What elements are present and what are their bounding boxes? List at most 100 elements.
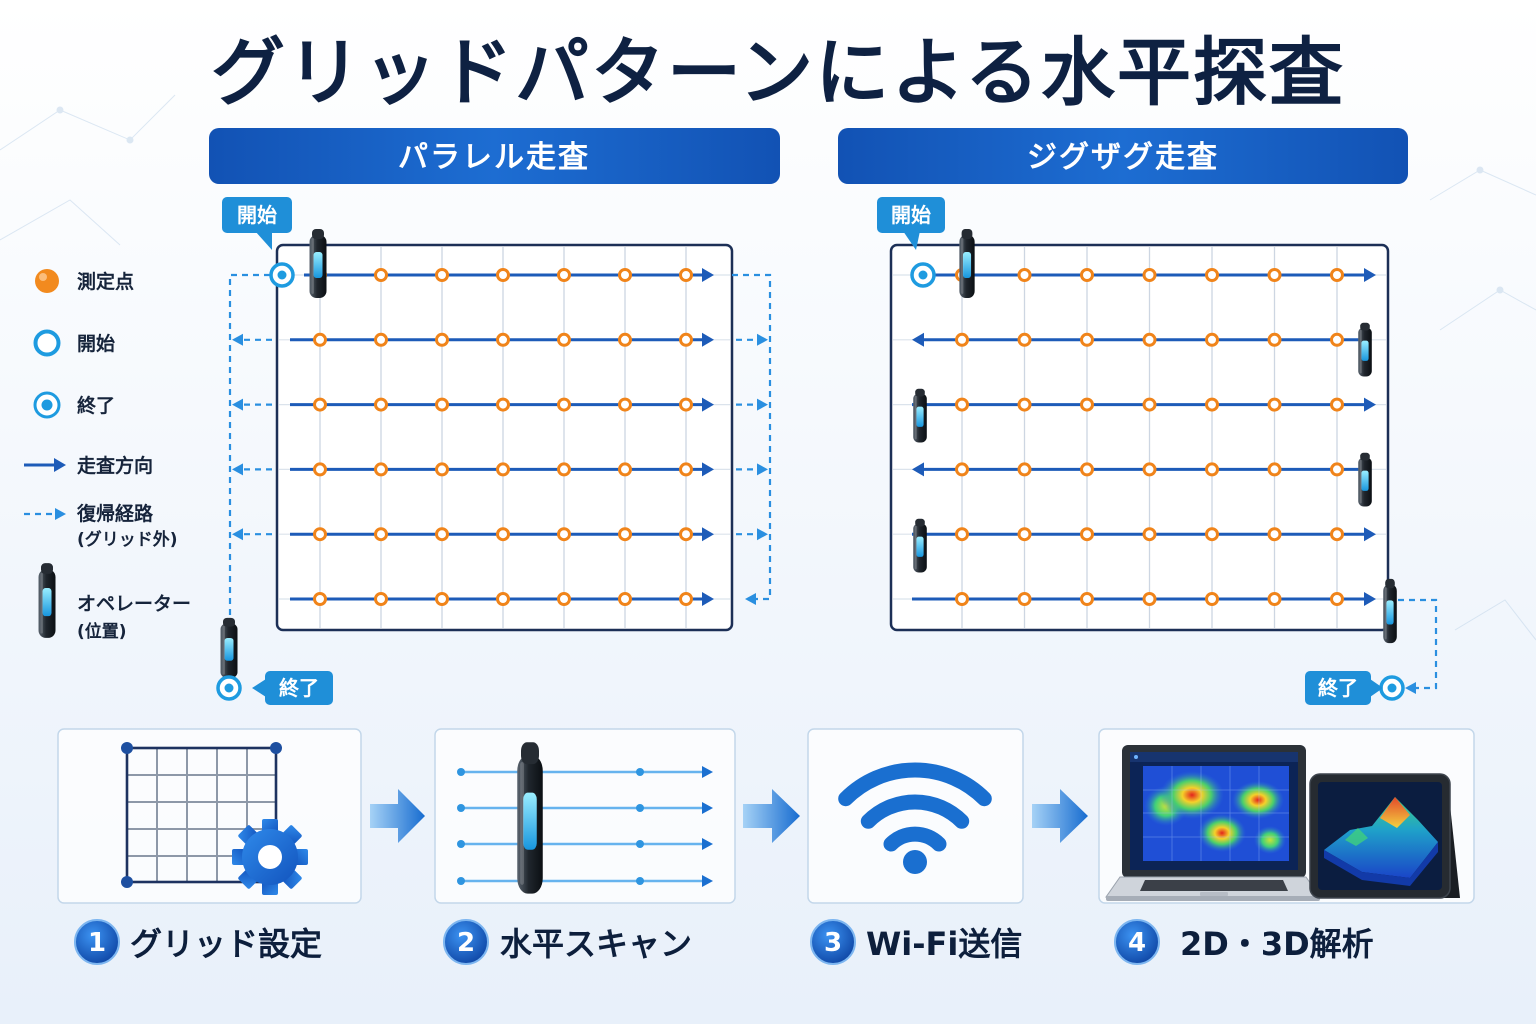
measurement-point: [496, 332, 510, 347]
measurement-point: [1080, 527, 1094, 542]
start-label: 開始: [237, 203, 277, 227]
measurement-point: [496, 462, 510, 477]
operator-probe: [220, 617, 238, 679]
scan-arrowhead-right: [702, 268, 714, 282]
grid-frame: [275, 243, 734, 632]
measurement-point: [1330, 462, 1344, 477]
measurement-point: [1080, 332, 1094, 347]
measurement-point: [313, 397, 327, 412]
measurement-point: [313, 332, 327, 347]
step-title: 2D・3D解析: [1180, 925, 1374, 963]
measurement-point: [679, 397, 693, 412]
step-1-panel: [57, 728, 362, 904]
measurement-point: [618, 332, 632, 347]
measurement-point: [1267, 397, 1282, 412]
scan-row: [912, 332, 1364, 347]
measurement-point: [1330, 268, 1344, 282]
measurement-point: [1330, 592, 1344, 606]
measurement-point: [1142, 592, 1157, 606]
operator-probe: [959, 229, 975, 298]
scan-arrowhead-left: [912, 332, 924, 347]
step-2-label: 2 水平スキャン: [443, 919, 692, 965]
start-marker: [269, 262, 295, 288]
horizontal-scan-icon: [457, 742, 713, 894]
step-number-badge: [443, 919, 489, 965]
scan-arrowhead-right: [702, 527, 714, 542]
scan-row: [912, 592, 1376, 606]
measurement-point: [1017, 462, 1032, 477]
step-number-badge: [810, 919, 856, 965]
measurement-point: [557, 332, 571, 347]
measurement-point: [1080, 268, 1094, 282]
measurement-point: [679, 332, 693, 347]
legend-label: 復帰経路: [76, 502, 154, 525]
legend-item-scan-direction: 走査方向: [24, 454, 153, 477]
scan-line: [457, 766, 713, 778]
step-number: 2: [457, 928, 475, 958]
scan-row: [290, 397, 714, 412]
legend-label: 終了: [77, 394, 115, 417]
measurement-point: [496, 527, 510, 542]
measurement-point: [1330, 527, 1344, 542]
scan-rows: [290, 268, 714, 606]
start-callout: 開始: [222, 197, 292, 250]
operator-probe: [913, 518, 927, 573]
measurement-point: [374, 592, 388, 606]
step-number: 4: [1128, 928, 1146, 958]
step-1-label: 1 グリッド設定: [74, 919, 322, 965]
end-callout: 終了: [1305, 671, 1383, 705]
scan-row: [290, 527, 714, 542]
measurement-point: [1205, 527, 1219, 542]
legend-sublabel: (グリッド外): [77, 529, 178, 550]
start-label: 開始: [891, 203, 931, 227]
measurement-point: [1142, 332, 1157, 347]
wifi-icon: [838, 762, 992, 874]
step-number-badge: [74, 919, 120, 965]
grid-gear-icon: [121, 742, 308, 895]
step-number: 3: [824, 928, 842, 958]
measurement-point: [1080, 592, 1094, 606]
legend-item-operator: オペレーター (位置): [38, 563, 191, 642]
scan-row: [290, 332, 714, 347]
scan-arrowhead-right: [702, 332, 714, 347]
scan-arrowhead-right: [1364, 527, 1376, 542]
page-title: グリッドパターンによる水平探査: [211, 30, 1345, 116]
legend-item-end: 終了: [33, 391, 115, 419]
scan-arrowhead-right: [1364, 592, 1376, 606]
end-marker: [216, 675, 242, 701]
measurement-point: [435, 592, 449, 606]
step-4-label: 4 2D・3D解析: [1114, 919, 1374, 965]
measurement-point: [1017, 592, 1032, 606]
parallel-scan-grid: 開始 終了: [216, 197, 772, 705]
legend-label: 測定点: [77, 270, 134, 293]
measurement-point: [679, 462, 693, 477]
measurement-point: [374, 527, 388, 542]
measurement-point: [374, 397, 388, 412]
workflow-steps: 1 グリッド設定 2 水平スキャン 3 Wi-Fi送信 4 2D・3D解析: [57, 728, 1475, 965]
scan-arrowhead-left: [912, 462, 924, 477]
measurement-point: [313, 527, 327, 542]
measurement-point: [955, 332, 969, 347]
measurement-point: [374, 332, 388, 347]
measurement-point: [1267, 268, 1282, 282]
measurement-point: [1017, 332, 1032, 347]
measurement-point: [1142, 397, 1157, 412]
measurement-point: [1142, 462, 1157, 477]
zigzag-scan-header: ジグザグ走査: [838, 128, 1408, 184]
scan-arrowhead-right: [702, 397, 714, 412]
end-marker: [1379, 675, 1405, 701]
measurement-point: [618, 592, 632, 606]
measurement-point: [618, 462, 632, 477]
measurement-point: [1267, 592, 1282, 606]
measurement-point: [435, 462, 449, 477]
operator-probe: [913, 388, 927, 443]
step-title: グリッド設定: [130, 925, 322, 963]
end-label: 終了: [279, 676, 319, 700]
flow-arrow-icon: [1032, 789, 1088, 843]
measurement-point: [1330, 397, 1344, 412]
zigzag-scan-title: ジグザグ走査: [1027, 140, 1219, 175]
legend-label: 走査方向: [77, 454, 153, 477]
measurement-point-icon: [35, 269, 59, 293]
operator-probe: [1358, 452, 1372, 507]
step-3-label: 3 Wi-Fi送信: [810, 919, 1022, 965]
